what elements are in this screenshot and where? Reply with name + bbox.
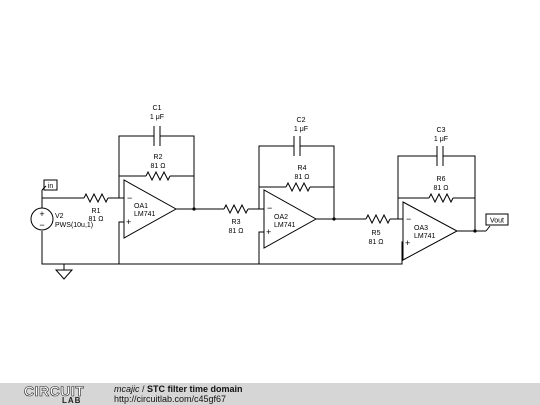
r3-value: 81 Ω <box>229 228 244 235</box>
r5-name: R5 <box>372 230 381 237</box>
svg-text:+: + <box>405 238 410 248</box>
svg-text:−: − <box>39 220 44 230</box>
input-flag[interactable]: in <box>41 179 58 202</box>
circuit-url[interactable]: http://circuitlab.com/c45gf67 <box>114 394 227 404</box>
svg-text:−: − <box>406 214 411 224</box>
circuit-title-line: mcajic / STC filter time domain <box>114 384 243 394</box>
input-flag-label: in <box>48 183 54 190</box>
capacitor-c1[interactable] <box>153 126 161 146</box>
logo-wordmark: CIRCUIT <box>24 383 85 400</box>
oa3-name: OA3 <box>414 225 428 232</box>
voltage-source-v2[interactable]: + − <box>30 198 54 231</box>
resistor-r5[interactable] <box>365 213 391 225</box>
c2-value: 1 μF <box>294 126 308 133</box>
r2-value: 81 Ω <box>151 163 166 170</box>
resistor-r2[interactable] <box>145 170 171 182</box>
oa1-model: LM741 <box>134 211 156 218</box>
c2-name: C2 <box>297 117 306 124</box>
r6-value: 81 Ω <box>434 185 449 192</box>
opamp-oa3[interactable]: − + <box>402 201 459 261</box>
footer-bar: CIRCUIT LAB mcajic / STC filter time dom… <box>0 383 540 405</box>
r1-value: 81 Ω <box>89 216 104 223</box>
ground-rail <box>41 221 407 270</box>
r4-name: R4 <box>298 165 307 172</box>
r3-name: R3 <box>232 219 241 226</box>
resistor-r4[interactable] <box>285 181 311 193</box>
r6-name: R6 <box>437 176 446 183</box>
c3-value: 1 μF <box>434 136 448 143</box>
c1-value: 1 μF <box>150 114 164 121</box>
opamp-oa1[interactable]: − + <box>123 179 178 239</box>
output-flag[interactable]: Vout <box>485 213 509 232</box>
resistor-r3[interactable] <box>223 203 249 215</box>
v2-name: V2 <box>55 213 64 220</box>
svg-text:+: + <box>126 217 131 227</box>
opamp-oa2[interactable]: − + <box>263 189 318 249</box>
r2-name: R2 <box>154 154 163 161</box>
oa2-name: OA2 <box>274 214 288 221</box>
capacitor-c3[interactable] <box>436 146 444 166</box>
circuitlab-logo[interactable]: CIRCUIT LAB <box>24 383 96 405</box>
circuit-title: STC filter time domain <box>147 384 243 394</box>
ground-symbol <box>54 269 74 280</box>
author-name[interactable]: mcajic <box>114 384 140 394</box>
svg-text:−: − <box>267 203 272 213</box>
resistor-r6[interactable] <box>428 192 454 204</box>
oa3-model: LM741 <box>414 233 436 240</box>
v2-value: PWS(10u,1) <box>55 222 93 229</box>
c3-name: C3 <box>437 127 446 134</box>
svg-text:+: + <box>266 227 271 237</box>
c1-name: C1 <box>153 105 162 112</box>
r4-value: 81 Ω <box>295 174 310 181</box>
svg-text:+: + <box>39 209 44 219</box>
svg-text:−: − <box>127 193 132 203</box>
output-flag-label: Vout <box>490 218 504 225</box>
r1-name: R1 <box>92 208 101 215</box>
title-separator: / <box>139 384 148 394</box>
r5-value: 81 Ω <box>369 239 384 246</box>
logo-sub: LAB <box>62 396 82 405</box>
capacitor-c2[interactable] <box>293 136 301 156</box>
resistor-r1[interactable] <box>83 192 109 204</box>
oa1-name: OA1 <box>134 203 148 210</box>
oa2-model: LM741 <box>274 222 296 229</box>
